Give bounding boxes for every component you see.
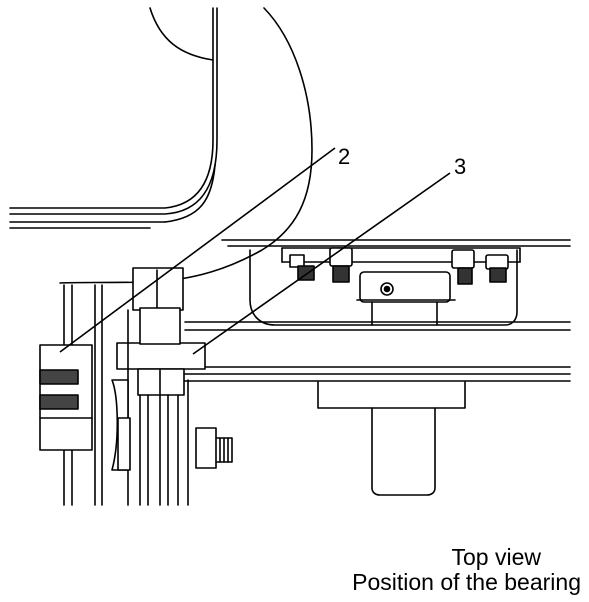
plate-bolts (289, 247, 509, 285)
mounting-plate (221, 239, 571, 326)
caption-line-1: Top view (451, 544, 541, 570)
bearing-bar (116, 342, 206, 370)
clamp-block (39, 344, 93, 451)
shaft (317, 381, 466, 496)
side-bolt (111, 379, 233, 471)
bearing-block (356, 271, 456, 326)
leader-line-3 (192, 172, 451, 355)
callout-2: 2 (338, 144, 351, 169)
leader-line-2 (59, 147, 336, 353)
caption-line-2: Position of the bearing (352, 569, 581, 595)
horizontal-rails (184, 321, 571, 382)
callout-3: 3 (454, 154, 467, 179)
housing-outline (9, 7, 313, 284)
